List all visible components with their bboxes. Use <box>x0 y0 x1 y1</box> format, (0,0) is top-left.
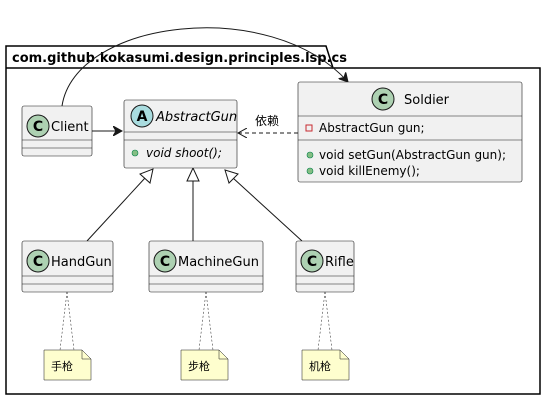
class-badge-icon <box>153 249 177 273</box>
class-badge-letter: C <box>33 119 43 135</box>
class-name: HandGun <box>51 255 112 270</box>
method-killenemy: void killEnemy(); <box>319 164 420 178</box>
dependency-label: 依赖 <box>255 113 279 128</box>
class-badge-letter: C <box>160 254 170 270</box>
public-method-icon <box>306 151 314 159</box>
public-method-icon <box>306 167 314 175</box>
note-machinegun: 步枪 <box>180 291 229 381</box>
class-client[interactable]: C Client <box>21 105 93 157</box>
note-handgun: 手枪 <box>43 291 92 381</box>
class-machinegun[interactable]: C MachineGun <box>148 240 264 293</box>
client-soldier-association <box>61 27 348 107</box>
class-badge-icon <box>26 249 50 273</box>
abstract-badge-letter: A <box>137 109 148 125</box>
abstract-badge-icon <box>130 104 154 128</box>
private-field-icon <box>305 124 313 132</box>
class-badge-icon <box>26 114 50 138</box>
method-shoot: void shoot(); <box>146 146 222 160</box>
package-title: com.github.kokasumi.design.principles.ls… <box>12 51 347 66</box>
note-text: 手枪 <box>51 359 73 373</box>
class-name: MachineGun <box>178 255 259 270</box>
field-gun: AbstractGun gun; <box>319 121 425 135</box>
inheritance-handgun <box>86 168 154 242</box>
note-text: 步枪 <box>188 359 210 373</box>
class-name: Client <box>51 120 89 135</box>
class-handgun[interactable]: C HandGun <box>21 240 114 293</box>
inheritance-rifle <box>224 169 303 242</box>
class-rifle[interactable]: C Rifle <box>295 240 355 293</box>
class-badge-letter: C <box>33 254 43 270</box>
inheritance-machinegun <box>186 166 200 241</box>
note-text: 机枪 <box>309 359 331 373</box>
class-badge-icon <box>371 87 395 111</box>
class-name: Rifle <box>325 255 354 270</box>
class-badge-letter: C <box>307 254 317 270</box>
class-badge-letter: C <box>378 92 388 108</box>
class-soldier[interactable]: C Soldier AbstractGun gun; void setGun(A… <box>297 81 523 183</box>
public-method-icon <box>131 149 139 157</box>
note-rifle: 机枪 <box>301 291 350 381</box>
class-abstractgun[interactable]: A AbstractGun void shoot(); <box>123 99 238 169</box>
class-badge-icon <box>300 249 324 273</box>
class-name: Soldier <box>404 93 450 108</box>
class-name: AbstractGun <box>155 110 237 125</box>
method-setgun: void setGun(AbstractGun gun); <box>319 148 506 162</box>
